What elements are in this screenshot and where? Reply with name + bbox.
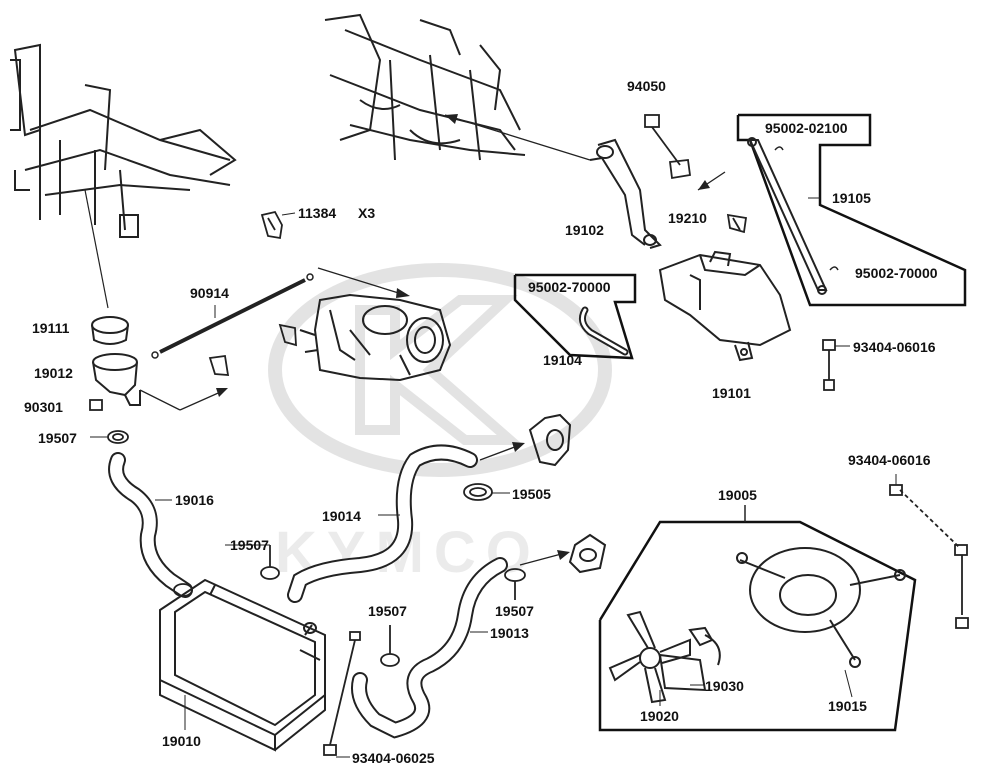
hose-19104-inner	[580, 308, 627, 354]
label-19013: 19013	[490, 625, 529, 641]
fan-shroud-19015	[736, 547, 906, 668]
label-19010: 19010	[162, 733, 201, 749]
label-19105: 19105	[832, 190, 871, 206]
label-19012: 19012	[34, 365, 73, 381]
clamp-19507-d	[380, 625, 400, 667]
bolt-94050	[644, 114, 692, 180]
reservoir-tank-19101	[658, 250, 792, 362]
leader-11384	[281, 212, 296, 216]
bolt-90301	[89, 399, 103, 411]
clip-icon	[829, 266, 839, 271]
hose-19016-inner	[110, 454, 191, 596]
label-19015: 19015	[828, 698, 867, 714]
label-90914: 90914	[190, 285, 229, 301]
label-19101: 19101	[712, 385, 751, 401]
clip-19210	[726, 213, 748, 234]
clamp-19507-a	[107, 430, 129, 444]
clamp-19507-c	[504, 568, 526, 600]
radiator-19010	[159, 578, 326, 752]
filler-neck-19012	[92, 353, 141, 406]
label-19507-d: 19507	[495, 603, 534, 619]
bolt-93404-06016-upper	[822, 339, 836, 391]
fan-blade-19020	[608, 610, 691, 704]
radiator-cap-19111	[91, 316, 129, 345]
label-x3: X3	[358, 205, 376, 221]
label-19014: 19014	[322, 508, 361, 524]
label-19104: 19104	[543, 352, 582, 368]
clamp-19507-b	[260, 545, 280, 580]
label-19507-a: 19507	[38, 430, 77, 446]
label-95002-70000-right: 95002-70000	[855, 265, 938, 281]
bracket-19102	[589, 138, 662, 249]
label-94050: 94050	[627, 78, 666, 94]
clip-tube-a	[208, 323, 297, 376]
label-19507-b: 19507	[230, 537, 269, 553]
label-19505: 19505	[512, 486, 551, 502]
label-19030: 19030	[705, 678, 744, 694]
label-19111: 19111	[32, 320, 70, 336]
arrow-19012-b	[179, 389, 226, 411]
label-93404-06016-lower: 93404-06016	[848, 452, 931, 468]
label-95002-70000-box: 95002-70000	[528, 279, 611, 295]
clamp-radiator-lower	[173, 583, 193, 597]
kymco-watermark: KYMCO	[268, 263, 612, 585]
label-19005: 19005	[718, 487, 757, 503]
box-19005	[598, 520, 917, 732]
water-pump	[528, 413, 572, 467]
label-19507-c: 19507	[368, 603, 407, 619]
clip-11384	[260, 210, 283, 240]
hose-19013-inner	[353, 559, 506, 737]
leader-19015	[844, 669, 853, 698]
engine-throttle-body	[299, 293, 452, 382]
label-19020: 19020	[640, 708, 679, 724]
arrow-19102	[444, 114, 591, 161]
arrow-19012	[139, 389, 181, 411]
box-19104	[513, 273, 637, 360]
label-11384: 11384	[298, 205, 337, 221]
frame-part	[10, 43, 237, 238]
arrow-throttle	[317, 267, 406, 296]
label-93404-06016-upper: 93404-06016	[853, 339, 936, 355]
arrow-water-pump	[479, 444, 521, 461]
fan-motor-19030	[658, 626, 721, 692]
tube-90914	[151, 273, 314, 359]
arrow-thermostat	[519, 552, 566, 566]
label-19102: 19102	[565, 222, 604, 238]
rod-19105	[747, 137, 828, 295]
label-95002-02100: 95002-02100	[765, 120, 848, 136]
clip-icon	[774, 146, 784, 151]
leader-19111	[84, 189, 109, 309]
frame-section-top	[324, 13, 526, 161]
label-19016: 19016	[175, 492, 214, 508]
label-90301: 90301	[24, 399, 63, 415]
bolt-93404-06016-lower	[889, 484, 969, 629]
box-19105	[736, 113, 967, 307]
hose-19014-inner	[289, 446, 476, 601]
bolt-93404-06025	[323, 631, 361, 756]
label-93404-06025: 93404-06025	[352, 750, 435, 766]
label-19210: 19210	[668, 210, 707, 226]
clamp-19505	[463, 483, 493, 501]
thermostat-housing	[568, 533, 607, 574]
